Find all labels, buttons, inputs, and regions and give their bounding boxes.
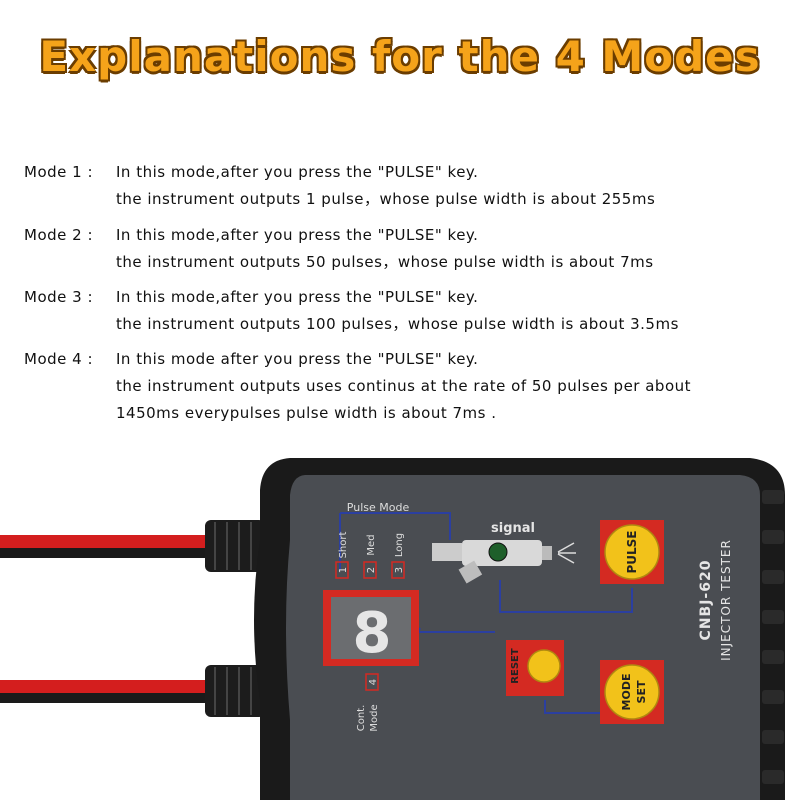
mode-long-label: Long: [394, 533, 405, 557]
model-label: CNBJ-620: [698, 560, 714, 641]
mode-line: the instrument outputs 100 pulses，whose …: [116, 315, 679, 333]
mode-line: the instrument outputs 1 pulse，whose pul…: [116, 190, 656, 208]
seven-segment-display: 8: [323, 590, 419, 666]
page-title: Explanations for the 4 Modes: [39, 32, 761, 81]
mode-line: In this mode,after you press the "PULSE"…: [116, 288, 479, 306]
reset-button[interactable]: RESET: [506, 640, 564, 696]
mode-3-description: Mode 3 : In this mode,after you press th…: [24, 283, 678, 333]
mode-set-label-2: SET: [635, 680, 648, 703]
mode-num-2: 2: [366, 567, 377, 573]
injector-tester-device: Pulse Mode 1 2 3 Short Med Long signal 8…: [0, 458, 785, 800]
wire-cables: [0, 520, 265, 717]
mode-line: the instrument outputs uses continus at …: [116, 377, 692, 395]
signal-label: signal: [491, 521, 535, 536]
mode-2-description: Mode 2 : In this mode,after you press th…: [24, 221, 653, 271]
pulse-mode-label: Pulse Mode: [347, 501, 410, 514]
mode-set-button[interactable]: MODE SET: [600, 660, 664, 724]
mode-indicators: 1 2 3 Short Med Long: [335, 532, 405, 579]
cont-mode-num: 4: [368, 679, 379, 685]
mode-num-3: 3: [394, 567, 405, 573]
mode-set-label-1: MODE: [620, 674, 633, 711]
mode-label: Mode 3 :: [24, 288, 94, 306]
mode-num-1: 1: [338, 567, 349, 573]
mode-short-label: Short: [338, 532, 349, 559]
pulse-button[interactable]: PULSE: [600, 520, 664, 584]
mode-line: the instrument outputs 50 pulses，whose p…: [116, 253, 654, 271]
mode-line: In this mode,after you press the "PULSE"…: [116, 163, 479, 181]
signal-led-icon: [488, 542, 508, 562]
mode-line: In this mode,after you press the "PULSE"…: [116, 226, 479, 244]
cont-label: Cont.: [356, 705, 367, 732]
mode-4-description: Mode 4 : In this mode after you press th…: [24, 345, 691, 422]
pulse-button-label: PULSE: [625, 530, 639, 573]
mode-med-label: Med: [366, 534, 377, 555]
mode-label: Mode 2 :: [24, 226, 94, 244]
mode-label: Mode 4 :: [24, 350, 94, 368]
reset-label: RESET: [510, 648, 521, 684]
mode-line: In this mode after you press the "PULSE"…: [116, 350, 479, 368]
mode-1-description: Mode 1 : In this mode,after you press th…: [24, 158, 655, 208]
product-label: INJECTOR TESTER: [719, 539, 733, 661]
mode-label: Mode 1 :: [24, 163, 94, 181]
injector-icon: [432, 540, 576, 584]
mode-line: 1450ms everypulses pulse width is about …: [116, 404, 497, 422]
mode-label-small: Mode: [369, 704, 380, 731]
display-digit: 8: [353, 601, 392, 666]
